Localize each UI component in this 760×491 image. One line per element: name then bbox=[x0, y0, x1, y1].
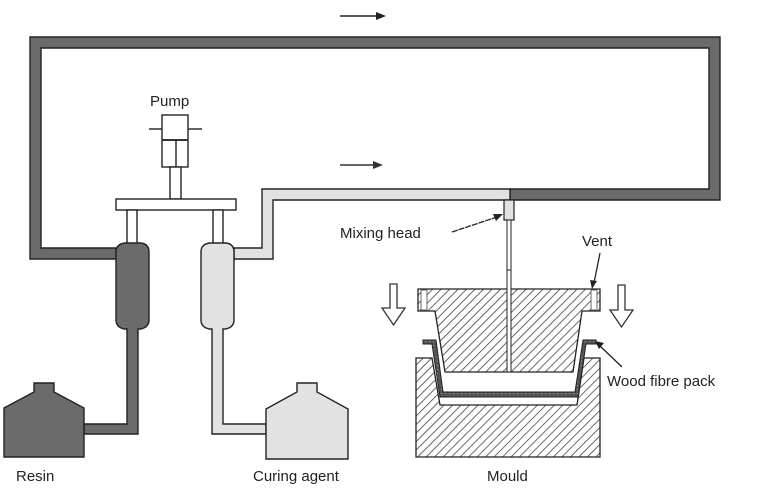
right-vent bbox=[590, 289, 598, 311]
wood-fibre-pack-pointer bbox=[595, 341, 623, 368]
pump-icon bbox=[149, 114, 202, 200]
middle-flow-arrow bbox=[340, 161, 383, 169]
mixing-head-label: Mixing head bbox=[340, 225, 421, 242]
right-press-arrow bbox=[608, 284, 635, 329]
resin-cylinder bbox=[83, 242, 150, 435]
curing-agent-pipe bbox=[233, 188, 511, 260]
top-flow-arrow bbox=[340, 12, 386, 20]
curing-agent-cylinder bbox=[200, 242, 267, 435]
mixing-head-pointer bbox=[451, 214, 503, 233]
wood-fibre-pack bbox=[422, 339, 597, 398]
vent-pointer bbox=[590, 252, 601, 289]
curing-agent-label: Curing agent bbox=[253, 468, 340, 485]
vent-label: Vent bbox=[582, 233, 613, 250]
pump-label: Pump bbox=[150, 93, 189, 110]
curing-agent-tank-icon bbox=[265, 382, 349, 460]
left-vent bbox=[420, 289, 428, 311]
resin-label: Resin bbox=[16, 468, 54, 485]
injection-channel bbox=[506, 269, 512, 373]
pump-manifold bbox=[115, 198, 237, 245]
resin-tank-icon bbox=[3, 382, 85, 458]
mould-label: Mould bbox=[487, 468, 528, 485]
mould-base bbox=[415, 357, 601, 458]
wood-fibre-pack-label: Wood fibre pack bbox=[607, 373, 716, 390]
mould-lid bbox=[417, 269, 601, 373]
left-press-arrow bbox=[380, 283, 407, 327]
